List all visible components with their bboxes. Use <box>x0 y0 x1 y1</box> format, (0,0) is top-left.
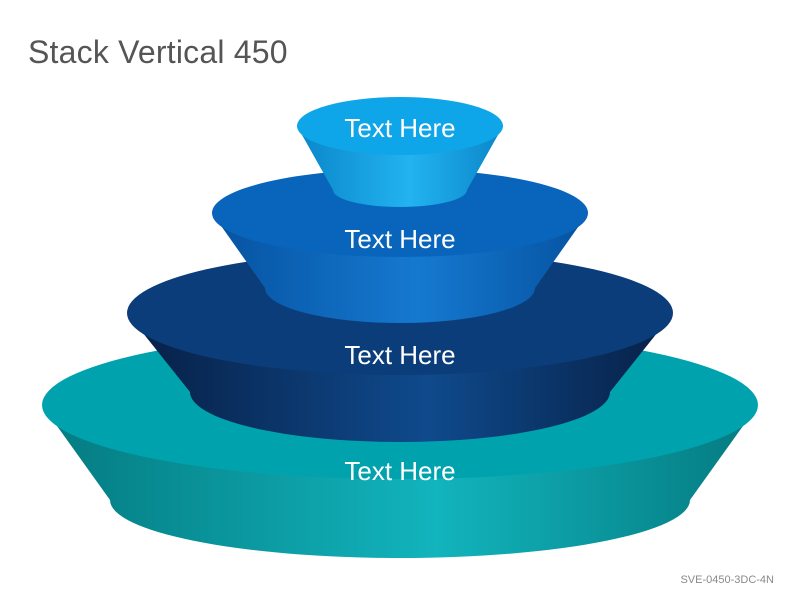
tier-3-label: Text Here <box>344 340 455 370</box>
tier-2-top <box>212 169 588 257</box>
tier-1-top <box>297 97 503 155</box>
slide-code: SVE-0450-3DC-4N <box>680 574 774 586</box>
tier-2-label: Text Here <box>344 224 455 254</box>
tier-1[interactable]: Text Here <box>297 97 503 207</box>
tier-4-label: Text Here <box>344 456 455 486</box>
page-title: Stack Vertical 450 <box>28 34 288 70</box>
tier-1-label: Text Here <box>344 113 455 143</box>
tier-2[interactable]: Text Here <box>212 169 588 323</box>
